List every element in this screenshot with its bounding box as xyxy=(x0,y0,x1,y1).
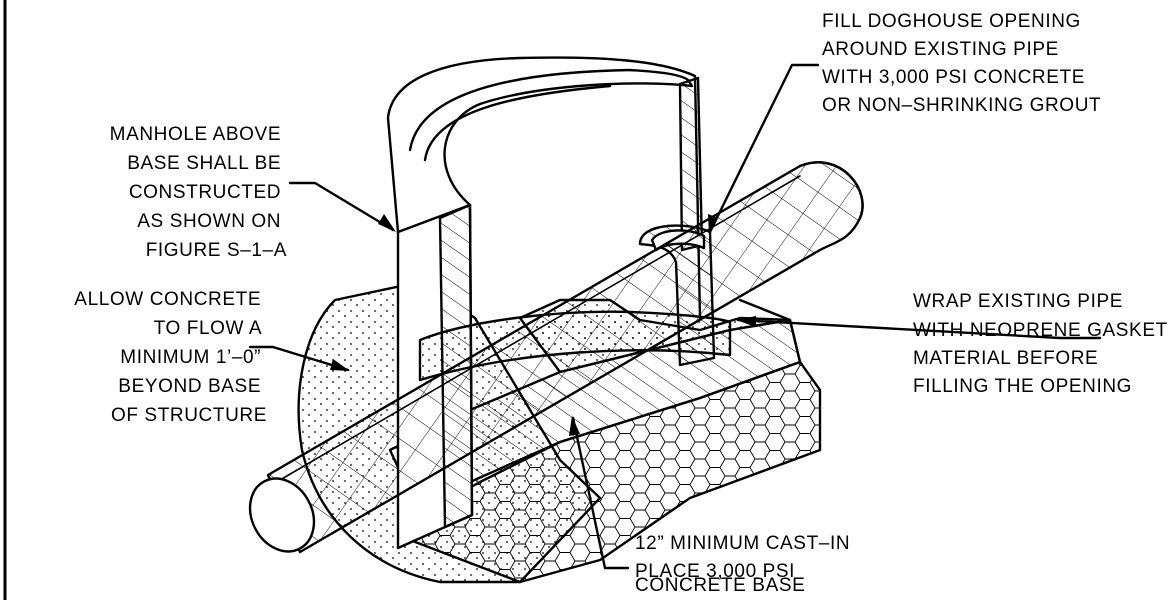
leader-concrete-base xyxy=(571,416,630,570)
leader-wrap-pipe xyxy=(736,318,1102,340)
label-allow-concrete: ALLOW CONCRETE TO FLOW A MINIMUM 1’–0” B… xyxy=(74,289,267,426)
pipe-end xyxy=(248,477,316,553)
label-wrap-pipe: WRAP EXISTING PIPE WITH NEOPRENE GASKET … xyxy=(913,291,1173,397)
base-slab-edge xyxy=(738,298,802,364)
leader-fill-doghouse xyxy=(708,63,820,234)
arrowhead-concrete-base xyxy=(569,416,580,436)
leader-allow-concrete xyxy=(248,345,350,372)
label-fill-doghouse: FILL DOGHOUSE OPENING AROUND EXISTING PI… xyxy=(822,11,1101,116)
arrowhead-fill-doghouse xyxy=(708,214,718,235)
leader-manhole xyxy=(288,181,395,232)
arrowhead-wrap-pipe xyxy=(736,316,756,327)
label-manhole: MANHOLE ABOVE BASE SHALL BE CONSTRUCTED … xyxy=(110,124,287,261)
manhole-inner-rim-2 xyxy=(423,84,612,162)
arrowhead-allow-concrete xyxy=(330,359,350,371)
label-concrete-base: 12” MINIMUM CAST–IN PLACE 3,000 PSI CONC… xyxy=(635,533,856,596)
manhole-wall-left-outer xyxy=(386,56,702,320)
pipe-end-far xyxy=(798,161,864,220)
arrowhead-manhole xyxy=(378,214,396,232)
